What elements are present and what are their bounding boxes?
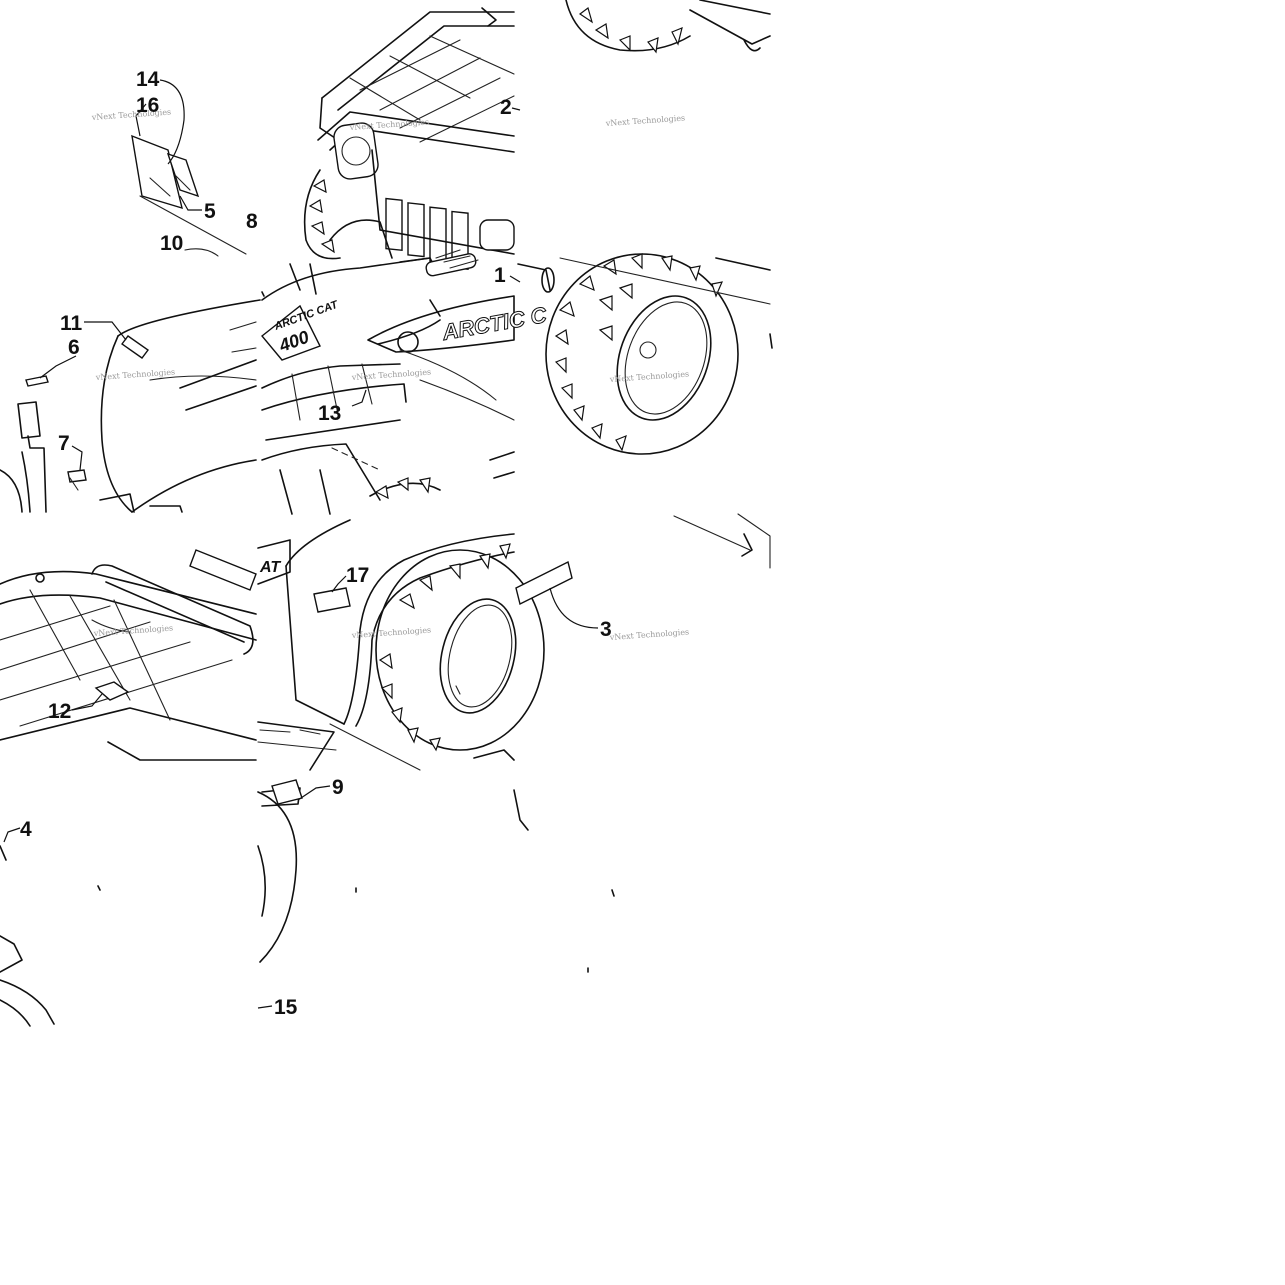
callout-17: 17 — [346, 564, 369, 587]
watermark: vNext Technologies — [91, 107, 172, 122]
callout-13: 13 — [318, 402, 341, 425]
callout-3: 3 — [600, 618, 612, 641]
decal-6 — [25, 375, 49, 387]
leader-lines — [3, 79, 599, 1009]
rear-fender: AT — [257, 519, 545, 771]
front-tire-outer — [545, 253, 739, 455]
watermark: vNext Technologies — [351, 367, 432, 382]
decal-14 — [131, 134, 183, 210]
decal-12 — [94, 681, 130, 701]
rear-rack — [0, 549, 257, 761]
decal-9 — [271, 779, 303, 805]
atv-front — [303, 7, 515, 270]
watermark: vNext Technologies — [351, 625, 432, 640]
decal-16 — [166, 152, 200, 198]
rear-tire-lower — [257, 779, 615, 973]
atv-center: ARCTIC CAT 400 ARCTIC C — [261, 249, 550, 515]
decal-long-1 — [189, 549, 257, 591]
callout-4: 4 — [20, 818, 32, 841]
callout-15: 15 — [274, 996, 298, 1019]
watermark: vNext Technologies — [605, 113, 686, 128]
callout-14: 14 — [136, 68, 160, 91]
side-brand-text: ARCTIC C — [440, 302, 550, 345]
callout-5: 5 — [204, 200, 216, 223]
decal-sheet-group — [131, 134, 247, 257]
front-wheel — [517, 253, 773, 455]
callout-labels: 14 16 5 8 10 2 1 11 6 7 13 17 3 12 9 4 1… — [20, 68, 612, 1019]
watermark: vNext Technologies — [609, 627, 690, 642]
side-decal: ARCTIC C — [367, 295, 550, 353]
front-tire-right — [565, 0, 771, 54]
decal-11 — [121, 335, 149, 359]
decal-3 — [515, 560, 573, 606]
callout-2: 2 — [500, 96, 512, 119]
callout-8: 8 — [246, 210, 258, 233]
rear-brand-text: AT — [259, 559, 281, 576]
decal-3-group — [515, 513, 771, 606]
tank-decal: ARCTIC CAT 400 — [261, 298, 341, 361]
decal-7 — [67, 469, 87, 483]
headlight-right — [479, 219, 515, 251]
watermark: vNext Technologies — [349, 117, 430, 132]
callout-1: 1 — [494, 264, 506, 287]
watermark: vNext Technologies — [609, 369, 690, 384]
callout-16: 16 — [136, 94, 159, 117]
callout-12: 12 — [48, 700, 71, 723]
rear-bumper — [0, 845, 101, 1027]
callout-7: 7 — [58, 432, 70, 455]
decal-17 — [313, 587, 351, 613]
callout-11: 11 — [60, 312, 83, 335]
callout-10: 10 — [160, 232, 183, 255]
callout-9: 9 — [332, 776, 344, 799]
atv-seat-tank — [0, 299, 261, 513]
callout-6: 6 — [68, 336, 80, 359]
headlight-left — [333, 122, 379, 180]
